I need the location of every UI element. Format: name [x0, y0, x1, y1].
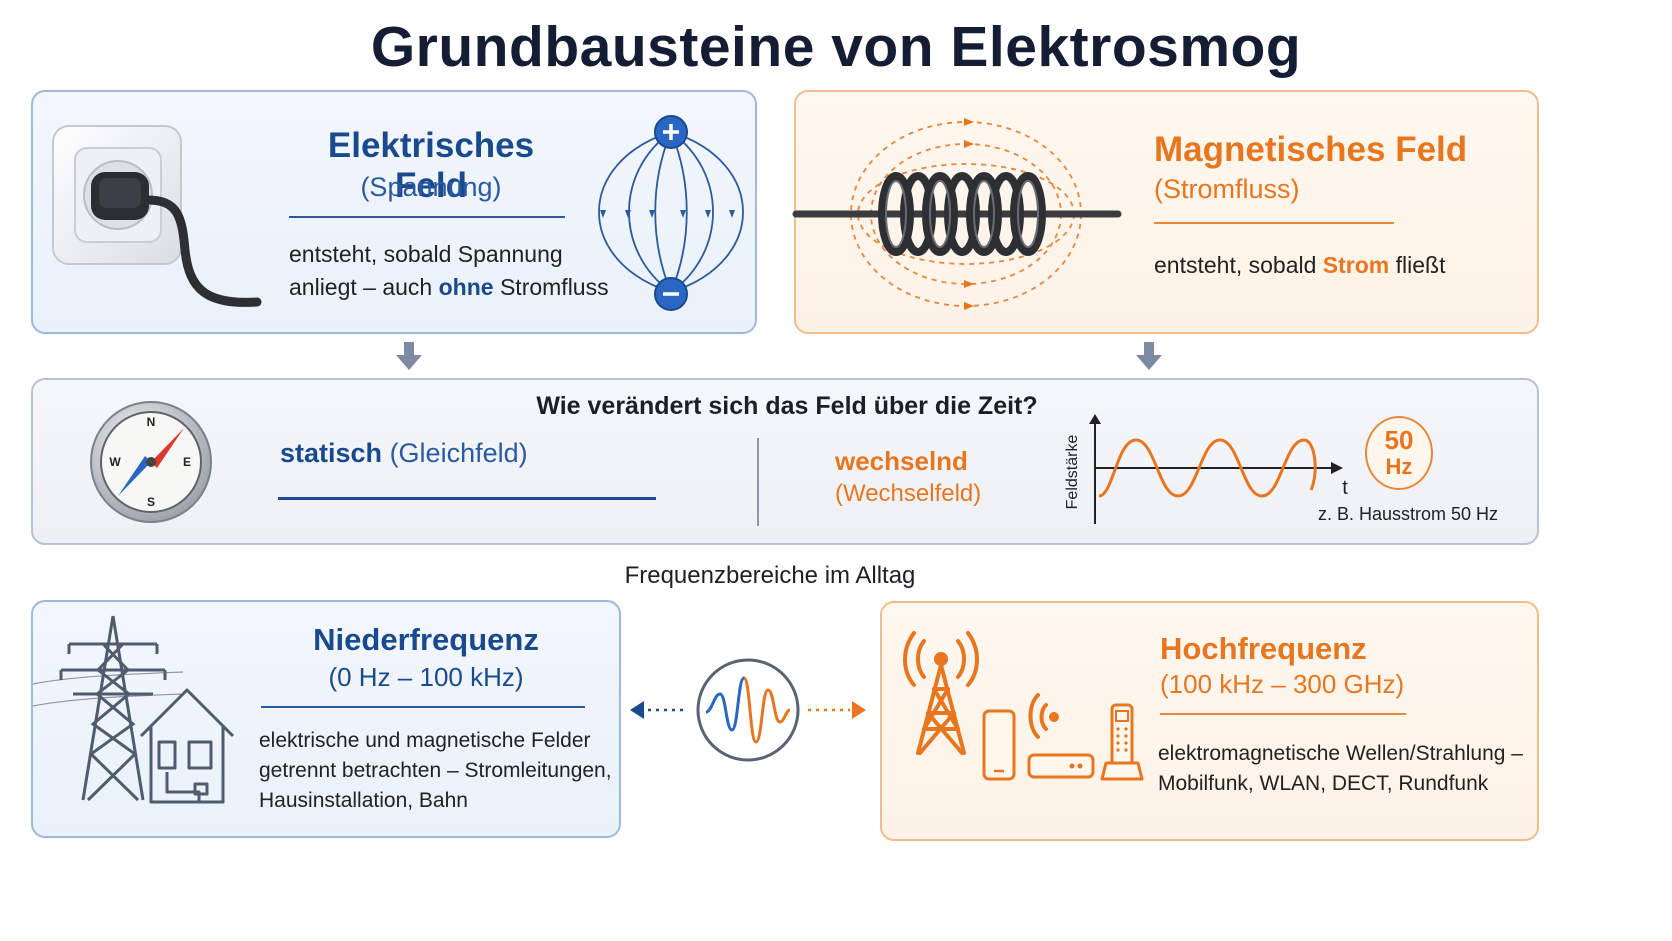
page-title: Grundbausteine von Elektrosmog — [370, 15, 1302, 79]
compass-n: N — [147, 415, 156, 429]
alternating-label: wechselnd — [835, 446, 968, 476]
frequency-heading: Frequenzbereiche im Alltag — [624, 562, 916, 589]
magnetic-field-panel: Magnetisches Feld (Stromfluss) entsteht,… — [792, 90, 1539, 334]
static-field-label: statisch (Gleichfeld) — [280, 438, 528, 469]
coil-icon — [792, 118, 1122, 310]
arrow-down-icon — [1136, 342, 1162, 370]
electric-text-after: Stromfluss — [493, 274, 609, 300]
high-divider — [1160, 713, 1406, 715]
magnetic-field-heading: Magnetisches Feld — [1154, 130, 1468, 169]
electric-divider — [289, 216, 565, 218]
dect-phone-icon — [1100, 703, 1144, 781]
high-frequency-panel: Hochfrequenz (100 kHz – 300 GHz) elektro… — [880, 601, 1539, 841]
high-frequency-heading: Hochfrequenz — [1160, 631, 1367, 666]
static-label: statisch — [280, 438, 383, 468]
electric-field-panel: Elektrisches Feld (Spannung) entsteht, s… — [31, 90, 757, 334]
low-frequency-description: elektrische und magnetische Felder getre… — [259, 729, 612, 812]
low-divider — [261, 706, 585, 708]
axis-y-label: Feldstärke — [1064, 435, 1081, 510]
arrow-down-icon — [396, 342, 422, 370]
high-frequency-description: elektromagnetische Wellen/Strahlung – Mo… — [1158, 742, 1523, 795]
badge-unit: Hz — [1385, 454, 1413, 479]
electric-text-before: entsteht, sobald Spannung anliegt – auch — [289, 241, 563, 300]
electric-text-emphasis: ohne — [438, 274, 494, 300]
electric-field-heading: Elektrisches Feld — [327, 126, 535, 205]
time-question: Wie verändert sich das Feld über die Zei… — [536, 392, 1038, 420]
sine-graph-icon: Feldstärke t — [1064, 414, 1348, 524]
house-icon — [139, 688, 235, 804]
compass-e: E — [183, 455, 191, 469]
magnetic-text-emphasis: Strom — [1322, 252, 1390, 278]
axis-x-label: t — [1342, 477, 1348, 499]
electric-field-description: entsteht, sobald Spannung anliegt – auch… — [289, 238, 609, 304]
socket-plug-icon — [52, 125, 262, 307]
compass-s: S — [147, 495, 155, 509]
frequency-badge: 50 Hz — [1365, 416, 1433, 490]
low-frequency-heading: Niederfrequenz — [313, 622, 539, 657]
example-text: z. B. Hausstrom 50 Hz — [1318, 504, 1499, 524]
compass-w: W — [109, 455, 121, 469]
magnetic-text-before: entsteht, sobald — [1154, 252, 1323, 278]
badge-value: 50 — [1384, 425, 1414, 455]
magnetic-text-after: fließt — [1389, 252, 1446, 278]
low-frequency-panel: Niederfrequenz (0 Hz – 100 kHz) elektris… — [31, 600, 621, 838]
smartphone-icon — [982, 709, 1016, 781]
static-paren: (Gleichfeld) — [389, 438, 528, 468]
magnetic-field-subheading: (Stromfluss) — [1154, 174, 1300, 204]
time-behavior-panel: Wie verändert sich das Feld über die Zei… — [31, 378, 1539, 545]
time-divider — [757, 438, 759, 526]
low-frequency-range: (0 Hz – 100 kHz) — [328, 662, 524, 692]
high-frequency-range: (100 kHz – 300 GHz) — [1160, 669, 1405, 699]
power-pylon-icon — [32, 615, 184, 802]
wave-circle-icon — [630, 658, 866, 762]
magnetic-field-description: entsteht, sobald Strom fließt — [1154, 249, 1514, 282]
magnetic-divider — [1154, 222, 1394, 224]
electric-field-subheading: (Spannung) — [360, 172, 502, 202]
wifi-router-icon — [1027, 693, 1095, 779]
static-field-line — [278, 497, 656, 500]
alternating-paren: (Wechselfeld) — [835, 480, 982, 507]
field-lines-icon — [598, 115, 744, 311]
cell-tower-icon — [903, 631, 979, 755]
compass-icon: N S E W — [90, 401, 212, 523]
